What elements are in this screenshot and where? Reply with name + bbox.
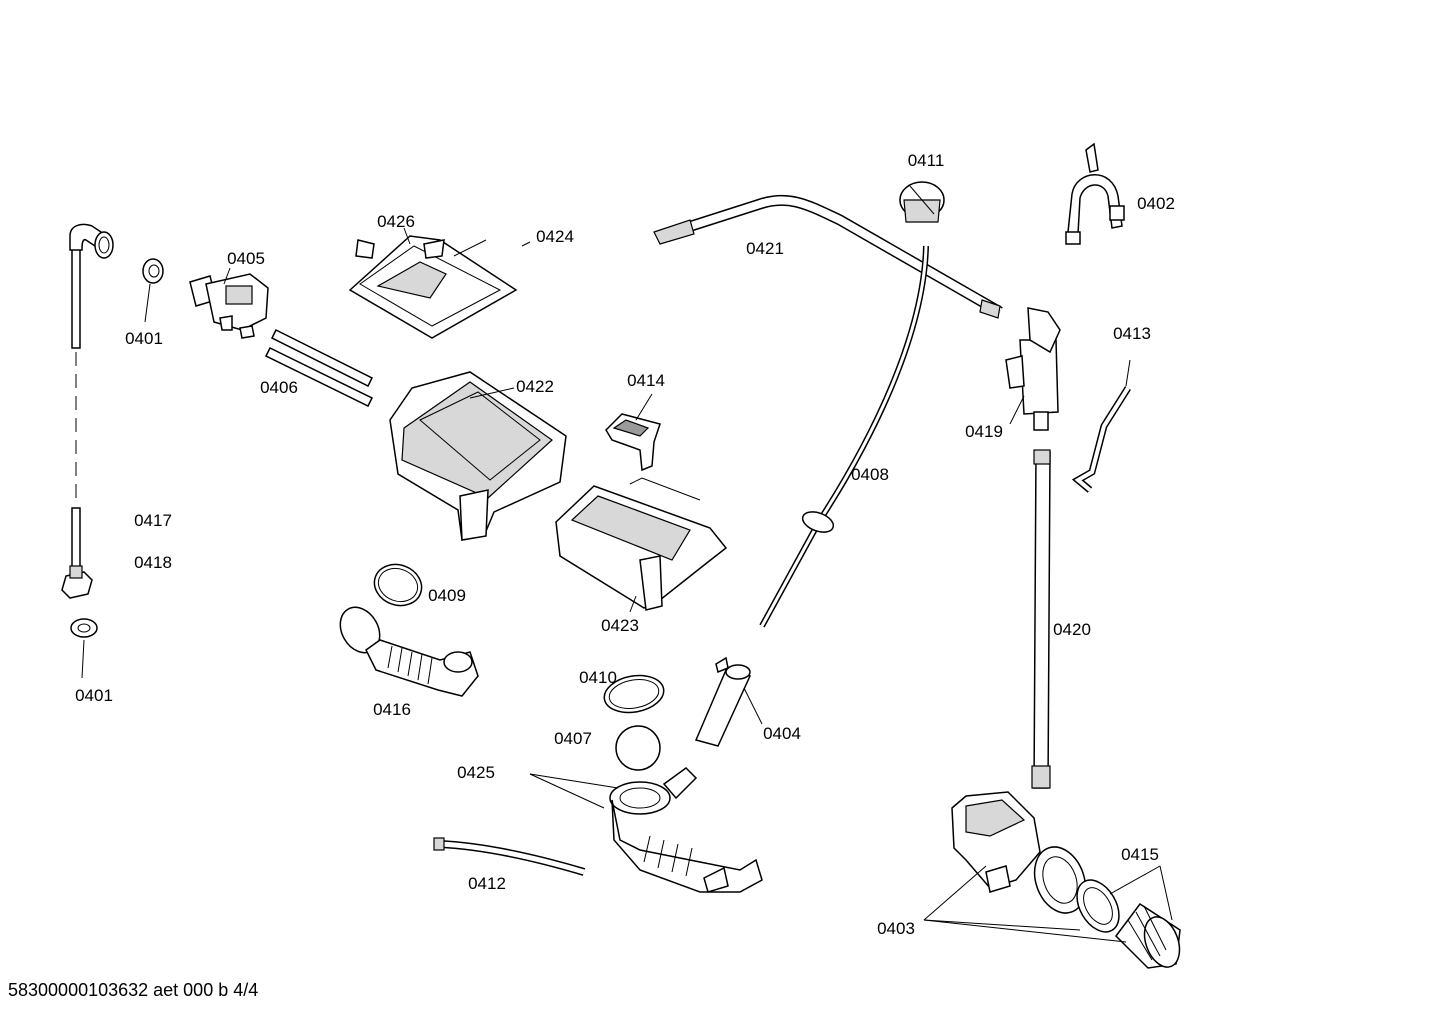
label-0422: 0422 <box>516 377 554 396</box>
label-0425: 0425 <box>457 763 495 782</box>
part-0426-dispenser-frame <box>348 227 518 339</box>
part-0415-filter <box>1115 902 1181 969</box>
label-0411: 0411 <box>908 151 945 170</box>
label-0407: 0407 <box>554 729 592 748</box>
part-0412-thin-hose <box>433 837 586 876</box>
label-0404: 0404 <box>763 724 801 743</box>
label-0410: 0410 <box>579 668 617 687</box>
label-0420: 0420 <box>1053 620 1091 639</box>
label-0421: 0421 <box>746 239 784 258</box>
label-0401-bottom: 0401 <box>75 686 113 705</box>
label-0419: 0419 <box>965 422 1003 441</box>
label-0424: 0424 <box>536 227 574 246</box>
part-0401-washer-bottom <box>70 618 98 679</box>
part-0409-ring <box>373 563 423 607</box>
label-0401-top: 0401 <box>125 329 163 348</box>
part-0401-washer-top <box>142 258 164 323</box>
label-0412: 0412 <box>468 874 506 893</box>
part-0424-hose <box>493 237 562 326</box>
label-0415: 0415 <box>1121 845 1159 864</box>
part-0408-air-tube <box>759 245 929 628</box>
label-0406: 0406 <box>260 378 298 397</box>
part-labels: 0411 0402 0426 0424 0421 0405 0401 0413 … <box>75 151 1175 938</box>
label-0403: 0403 <box>877 919 915 938</box>
label-0413: 0413 <box>1113 324 1151 343</box>
part-0405-inlet-valve <box>189 267 269 339</box>
part-0425-sump-hose <box>609 767 763 893</box>
part-0406-hoses <box>264 328 374 408</box>
label-0409: 0409 <box>428 586 466 605</box>
part-0420-drain-hose <box>1031 449 1051 789</box>
label-0416: 0416 <box>373 700 411 719</box>
label-0414: 0414 <box>627 371 665 390</box>
label-0426: 0426 <box>377 212 415 231</box>
part-0413-rod <box>1071 359 1131 493</box>
label-0423: 0423 <box>601 616 639 635</box>
part-0403-drain-pump <box>951 791 1087 914</box>
label-0405: 0405 <box>227 249 265 268</box>
part-0417-inlet-hose <box>61 223 114 599</box>
part-0415-seal-ring <box>1076 879 1120 933</box>
label-0402: 0402 <box>1137 194 1175 213</box>
part-0404-valve <box>694 656 763 747</box>
leader-lines <box>529 773 1173 943</box>
part-0419-air-trap <box>1005 307 1061 431</box>
part-0421-hose <box>653 194 1003 319</box>
part-0410-ring <box>603 674 665 714</box>
label-0417: 0417 <box>134 511 172 530</box>
part-0402-bracket <box>1065 142 1125 245</box>
part-0416-bellows-hose <box>339 606 479 697</box>
label-0408: 0408 <box>851 465 889 484</box>
part-0414-clip <box>605 393 661 472</box>
part-0422-drawer-housing <box>389 371 567 541</box>
part-0411-pressure-switch <box>899 181 945 223</box>
part-0423-detergent-drawer <box>555 477 728 613</box>
part-0407-ball <box>615 725 661 771</box>
label-0418: 0418 <box>134 553 172 572</box>
document-id: 58300000103632 aet 000 b 4/4 <box>8 980 259 1000</box>
